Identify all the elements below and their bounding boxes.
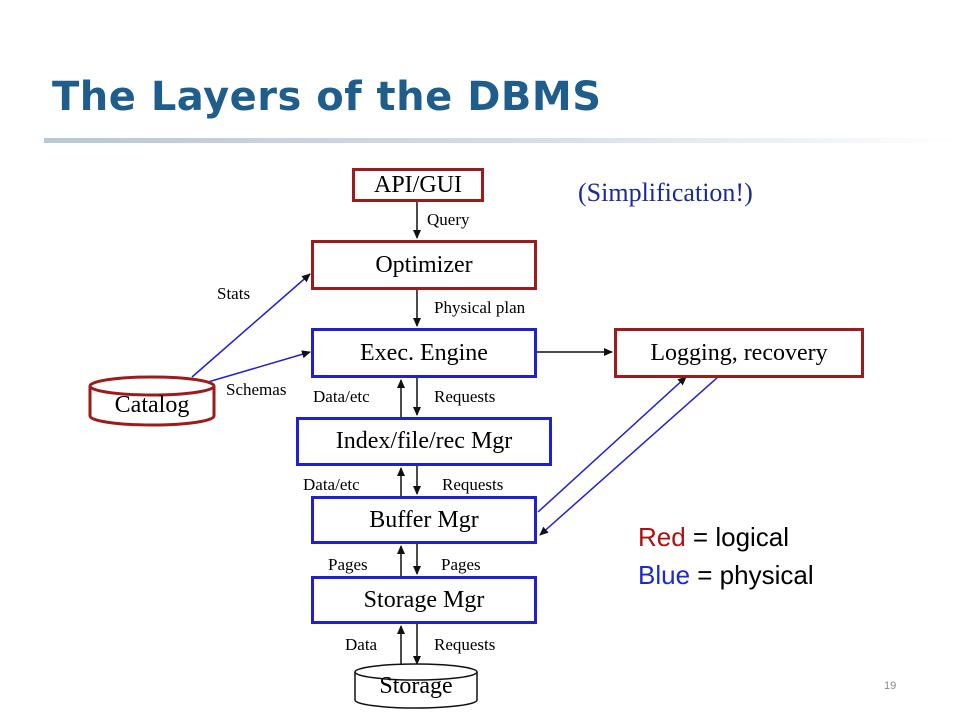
edge-label-index-requests: Requests [442,475,504,494]
page-title: The Layers of the DBMS [52,74,602,120]
api-gui-box: API/GUI [352,168,484,202]
index-file-rec-mgr-box: Index/file/rec Mgr [296,417,552,466]
page-number: 19 [884,680,897,692]
exec-engine-box: Exec. Engine [311,328,537,378]
buffer-mgr-label: Buffer Mgr [369,506,479,533]
optimizer-box: Optimizer [311,240,537,290]
edge-label-pages-down: Pages [441,555,481,574]
legend-blue-text: = physical [690,560,814,590]
edge-label-schemas: Schemas [226,380,287,399]
index-file-rec-mgr-label: Index/file/rec Mgr [335,428,513,454]
title-underline [44,138,960,143]
storage-mgr-box: Storage Mgr [311,576,537,624]
edge-label-physical-plan: Physical plan [434,298,526,317]
storage-label: Storage [379,673,453,699]
storage-cylinder [354,663,478,709]
legend-blue-word: Blue [638,560,691,590]
arrow-catalog-to-optimizer [191,273,311,378]
catalog-cylinder [88,375,216,427]
logging-recovery-box: Logging, recovery [614,328,864,378]
edge-label-storage-requests: Requests [434,635,496,654]
edge-label-exec-data: Data/etc [313,387,370,406]
buffer-mgr-box: Buffer Mgr [311,496,537,544]
legend-logical: Red = logical [638,522,789,553]
arrow-catalog-to-exec [207,350,311,383]
catalog-label: Catalog [114,392,190,418]
simplification-note: (Simplification!) [578,178,753,207]
edge-label-exec-requests: Requests [434,387,496,406]
edge-label-storage-data: Data [345,635,378,654]
exec-engine-label: Exec. Engine [360,339,488,366]
api-gui-label: API/GUI [374,171,462,198]
logging-recovery-label: Logging, recovery [650,339,828,366]
legend-red-word: Red [638,522,686,552]
arrow-buffer-to-logging [537,376,687,513]
storage-mgr-label: Storage Mgr [363,586,485,613]
legend-red-text: = logical [685,522,790,552]
arrow-logging-to-buffer [539,376,719,536]
legend-physical: Blue = physical [638,560,814,591]
edge-label-index-data: Data/etc [303,475,360,494]
edge-label-pages-up: Pages [328,555,368,574]
edge-label-query: Query [427,210,470,229]
optimizer-label: Optimizer [375,251,473,278]
edge-label-stats: Stats [217,284,251,303]
